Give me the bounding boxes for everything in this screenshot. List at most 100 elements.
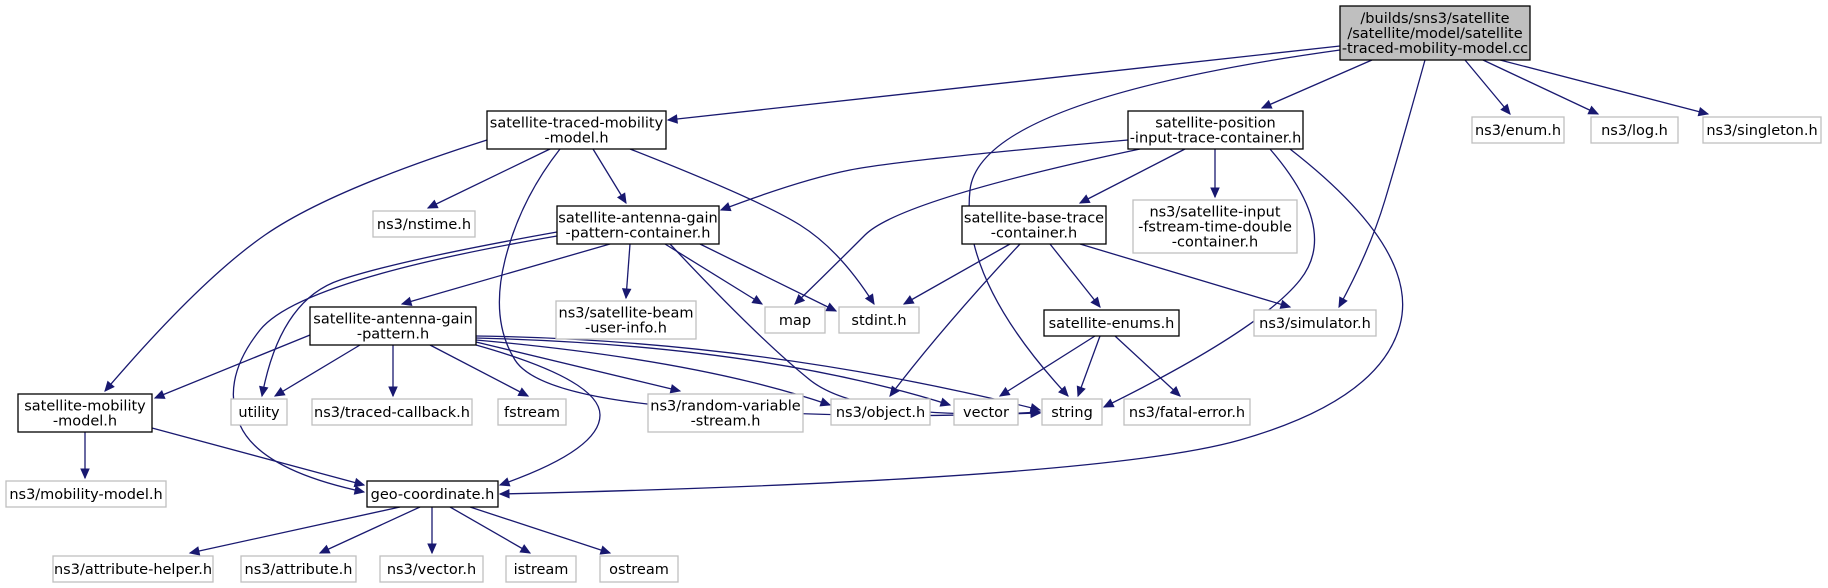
- node-label-line: ns3/fatal-error.h: [1129, 405, 1245, 421]
- node-label-line: ns3/satellite-beam: [559, 306, 694, 322]
- node-base-trace-h[interactable]: satellite-base-trace-container.h: [961, 205, 1107, 245]
- edge-line: [154, 334, 311, 399]
- edge-geo_coordinate_h-to-istream: [449, 506, 532, 554]
- edge-line: [449, 506, 531, 554]
- arrowhead-icon: [1697, 106, 1710, 117]
- arrowhead-icon: [666, 114, 678, 124]
- edge-traced_mobility_h-to-stdint_h: [629, 148, 875, 306]
- arrowhead-icon: [1090, 296, 1101, 308]
- edge-gain_pattern_h-to-traced_callback_h: [388, 345, 398, 398]
- node-position-input-h[interactable]: satellite-position-input-trace-container…: [1127, 110, 1304, 150]
- edge-traced_mobility_h-to-string: [498, 148, 1042, 418]
- node-vector-h: ns3/vector.h: [379, 555, 484, 583]
- edge-gain_container_h-to-utility: [259, 231, 558, 398]
- node-box: [52, 555, 214, 583]
- node-box: [838, 306, 920, 334]
- node-gain-pattern-h[interactable]: satellite-antenna-gain-pattern.h: [309, 306, 477, 346]
- node-box: [1590, 116, 1679, 144]
- node-istream: istream: [505, 555, 577, 583]
- arrowhead-icon: [353, 477, 366, 488]
- node-nstime-h: ns3/nstime.h: [372, 210, 476, 238]
- node-label-line: -fstream-time-double: [1138, 220, 1292, 236]
- node-box: [555, 300, 697, 340]
- edge-line: [469, 506, 611, 554]
- edge-gain_container_h-to-map: [664, 243, 764, 305]
- node-label-line: ns3/attribute.h: [245, 562, 353, 578]
- node-input-fstream-h: ns3/satellite-input-fstream-time-double-…: [1132, 199, 1298, 254]
- edge-enums_h-to-fatal_error_h: [1114, 335, 1181, 397]
- arrowhead-icon: [498, 489, 510, 499]
- node-root[interactable]: /builds/sns3/satellite/satellite/model/s…: [1339, 5, 1531, 61]
- arrowhead-icon: [104, 380, 115, 392]
- node-label-line: ns3/enum.h: [1475, 123, 1561, 139]
- edge-line: [1079, 243, 1291, 308]
- node-map: map: [764, 306, 826, 334]
- edge-line: [667, 45, 1341, 121]
- node-label-line: satellite-mobility: [24, 399, 146, 415]
- edge-line: [664, 243, 763, 305]
- node-label-line: ns3/vector.h: [387, 562, 476, 578]
- graph-nodes: /builds/sns3/satellite/satellite/model/s…: [5, 5, 1822, 583]
- node-box: [830, 398, 931, 426]
- node-label-line: ns3/simulator.h: [1259, 316, 1371, 332]
- edge-line: [1482, 59, 1599, 115]
- node-label-line: -stream.h: [691, 414, 761, 430]
- node-label-line: -user-info.h: [585, 321, 667, 337]
- arrowhead-icon: [1500, 103, 1511, 115]
- edge-gain_pattern_h-to-string: [475, 335, 1042, 413]
- edge-traced_mobility_h-to-gain_container_h: [592, 148, 627, 205]
- edge-line: [1261, 59, 1373, 109]
- node-enums-h[interactable]: satellite-enums.h: [1043, 309, 1180, 337]
- arrowhead-icon: [599, 545, 612, 555]
- arrowhead-icon: [751, 294, 764, 305]
- arrowhead-icon: [1102, 398, 1115, 408]
- node-ostream: ostream: [599, 555, 679, 583]
- edge-line: [151, 427, 365, 486]
- node-box: [17, 393, 153, 433]
- edge-line: [720, 139, 1129, 211]
- edge-geo_coordinate_h-to-ostream: [469, 506, 612, 555]
- edge-line: [475, 337, 951, 406]
- arrowhead-icon: [669, 384, 682, 394]
- node-string: string: [1041, 398, 1103, 426]
- edge-position_input_h-to-gain_container_h: [719, 139, 1129, 212]
- node-traced-callback-h: ns3/traced-callback.h: [311, 398, 473, 426]
- edge-enums_h-to-string: [1076, 335, 1101, 398]
- edge-position_input_h-to-base_trace_h: [1078, 148, 1186, 204]
- edge-line: [794, 148, 1141, 305]
- arrowhead-icon: [498, 477, 511, 487]
- arrowhead-icon: [188, 546, 201, 556]
- node-label-line: ns3/nstime.h: [377, 217, 471, 233]
- node-label-line: ns3/traced-callback.h: [314, 405, 470, 421]
- node-geo-coordinate-h[interactable]: geo-coordinate.h: [366, 480, 499, 508]
- node-label-line: satellite-base-trace: [964, 211, 1104, 227]
- node-box: [366, 480, 499, 508]
- arrowhead-icon: [1169, 386, 1181, 397]
- edge-line: [104, 139, 488, 392]
- node-gain-container-h[interactable]: satellite-antenna-gain-pattern-container…: [556, 205, 720, 245]
- edge-line: [189, 506, 401, 554]
- node-label-line: /satellite/model/satellite: [1347, 26, 1522, 42]
- arrowhead-icon: [819, 397, 832, 407]
- node-object-h: ns3/object.h: [830, 398, 931, 426]
- edge-gain_pattern_h-to-random_variable_h: [475, 341, 682, 394]
- edge-line: [592, 148, 627, 204]
- node-box: [372, 210, 476, 238]
- arrowhead-icon: [719, 202, 732, 212]
- edge-line: [427, 148, 551, 209]
- node-stdint-h: stdint.h: [838, 306, 920, 334]
- node-box: [1127, 110, 1304, 150]
- node-log-h: ns3/log.h: [1590, 116, 1679, 144]
- node-fatal-error-h: ns3/fatal-error.h: [1123, 398, 1251, 426]
- edge-traced_mobility_h-to-mobility_model_h: [104, 139, 488, 392]
- edge-base_trace_h-to-stdint_h: [902, 243, 1011, 305]
- node-box: [5, 480, 167, 508]
- arrowhead-icon: [621, 288, 632, 300]
- dependency-edges: [80, 45, 1710, 556]
- edge-root-to-singleton_h: [1499, 59, 1710, 117]
- edge-position_input_h-to-geo_coordinate_h: [498, 148, 1404, 499]
- node-label-line: ns3/satellite-input: [1149, 205, 1280, 221]
- node-label-line: ostream: [609, 562, 669, 578]
- node-traced-mobility-h[interactable]: satellite-traced-mobility-model.h: [486, 110, 667, 150]
- node-mobility-model-h[interactable]: satellite-mobility-model.h: [17, 393, 153, 433]
